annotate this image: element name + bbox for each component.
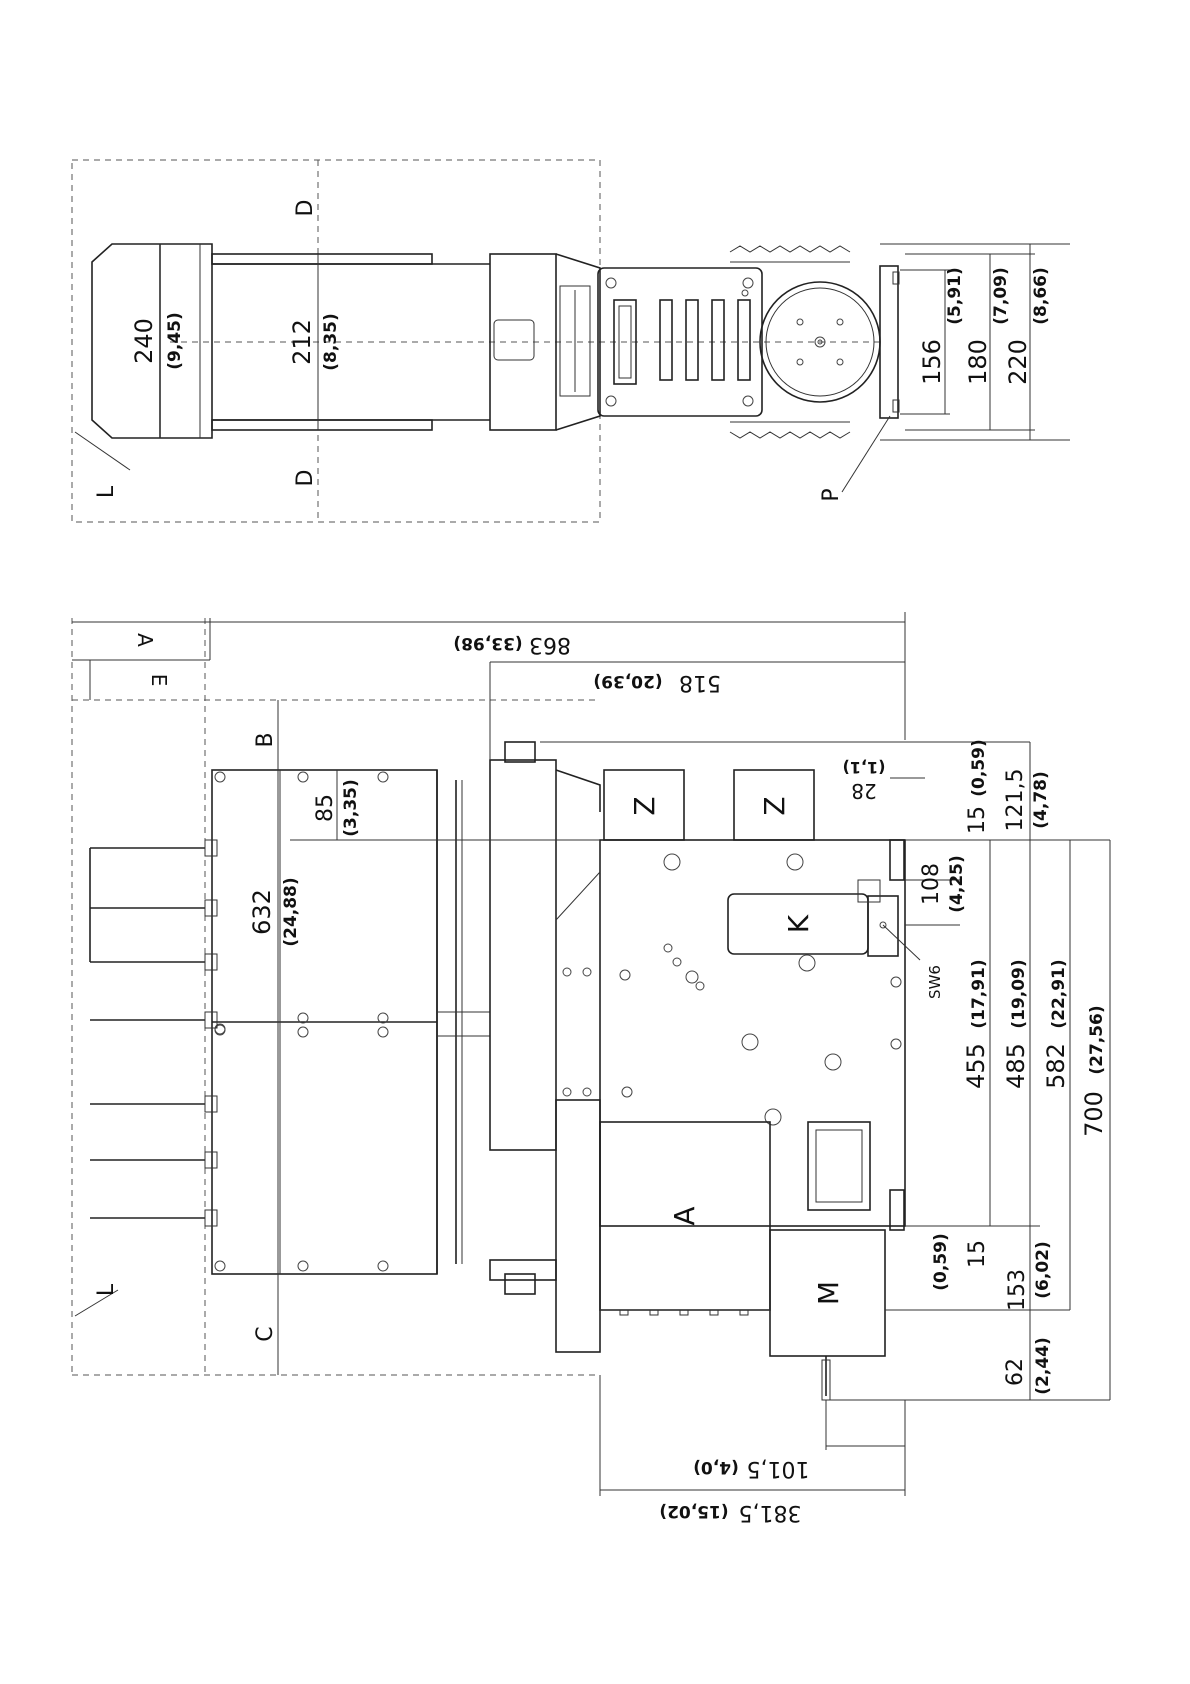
dim-381-in: (15,02): [659, 1501, 728, 1521]
dim-518: 518: [679, 670, 721, 695]
dim-700-in: (27,56): [1087, 1005, 1107, 1074]
dim-153: 153: [1005, 1269, 1030, 1311]
dim-101: 101,5: [747, 1456, 810, 1481]
dim-28-in: (1,1): [843, 758, 886, 777]
dim-62-in: (2,44): [1033, 1337, 1053, 1394]
component-z-1: Z: [628, 796, 661, 815]
label-p: P: [819, 488, 844, 501]
dim-180-in: (7,09): [991, 267, 1011, 324]
dim-700: 700: [1080, 1091, 1108, 1137]
dim-15-bottom-in: (0,59): [931, 1233, 951, 1290]
dim-212-in: (8,35): [321, 313, 341, 370]
dim-485-in: (19,09): [1009, 959, 1029, 1028]
dim-108-in: (4,25): [947, 855, 967, 912]
side-view: A E B C L Z Z K A M SW6 863 (33,98) 518 …: [72, 612, 1110, 1525]
dim-518-in: (20,39): [593, 671, 662, 691]
label-c: C: [253, 1326, 278, 1341]
dim-582-in: (22,91): [1049, 959, 1069, 1028]
dim-240-in: (9,45): [165, 312, 185, 369]
dim-863: 863: [529, 632, 571, 657]
label-d-bottom: D: [293, 470, 318, 487]
dim-220: 220: [1004, 339, 1032, 385]
component-z-2: Z: [758, 796, 791, 815]
dim-15-top: 15: [965, 806, 990, 834]
dim-101-in: (4,0): [693, 1457, 739, 1477]
dim-212: 212: [288, 319, 316, 365]
dim-85-in: (3,35): [341, 779, 361, 836]
top-view: D D L P 240 (9,45) 212 (8,35) 156 (5,91)…: [72, 160, 1070, 522]
dim-180: 180: [964, 339, 992, 385]
label-l-bottom: L: [94, 1283, 119, 1296]
dim-156-in: (5,91): [945, 267, 965, 324]
dim-381: 381,5: [739, 1500, 802, 1525]
dim-632: 632: [248, 889, 276, 935]
dim-108: 108: [919, 863, 944, 905]
dim-28: 28: [851, 779, 876, 803]
dim-863-in: (33,98): [453, 633, 522, 653]
label-l-top: L: [94, 485, 119, 498]
dim-455: 455: [962, 1043, 990, 1089]
component-k: K: [782, 914, 815, 933]
dim-156: 156: [918, 339, 946, 385]
dim-15-bottom: 15: [965, 1240, 990, 1268]
label-d-top: D: [293, 200, 318, 217]
dim-15-top-in: (0,59): [969, 739, 989, 796]
dim-485: 485: [1002, 1043, 1030, 1089]
dim-85: 85: [313, 794, 338, 822]
component-m: M: [812, 1281, 845, 1305]
dim-632-in: (24,88): [281, 877, 301, 946]
dim-153-in: (6,02): [1033, 1241, 1053, 1298]
label-e: E: [147, 674, 171, 687]
dim-62: 62: [1003, 1358, 1028, 1386]
component-a: A: [668, 1206, 701, 1225]
dim-582: 582: [1042, 1043, 1070, 1089]
dim-240: 240: [130, 318, 158, 364]
dim-220-in: (8,66): [1031, 267, 1051, 324]
dim-121-in: (4,78): [1031, 771, 1051, 828]
dim-455-in: (17,91): [969, 959, 989, 1028]
dim-121: 121,5: [1003, 769, 1028, 832]
label-a-top: A: [133, 633, 157, 647]
component-sw6: SW6: [926, 965, 944, 999]
label-b: B: [253, 732, 278, 747]
